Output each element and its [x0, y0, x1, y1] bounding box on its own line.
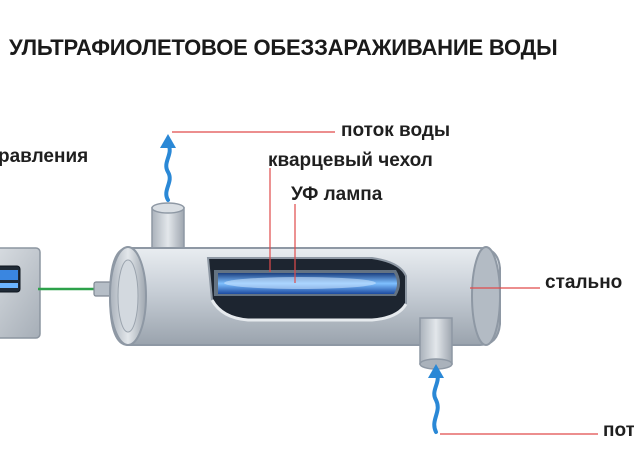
label-uv-lamp: УФ лампа [291, 184, 383, 205]
diagram-title: УЛЬТРАФИОЛЕТОВОЕ ОБЕЗЗАРАЖИВАНИЕ ВОДЫ [9, 35, 558, 60]
wavy-up-arrow-icon [160, 134, 176, 202]
cutaway-window [206, 257, 408, 322]
leader-lines [172, 131, 598, 435]
label-water-flow-top: поток воды [341, 120, 451, 141]
label-quartz-sleeve: кварцевый чехол [268, 150, 433, 171]
inlet-pipe [419, 317, 453, 370]
wavy-up-arrow-icon [428, 364, 444, 434]
control-unit [0, 247, 41, 339]
label-control-unit: равления [0, 146, 89, 167]
label-water-flow-bottom: пот [603, 420, 634, 441]
label-steel-body: стально [545, 272, 623, 293]
